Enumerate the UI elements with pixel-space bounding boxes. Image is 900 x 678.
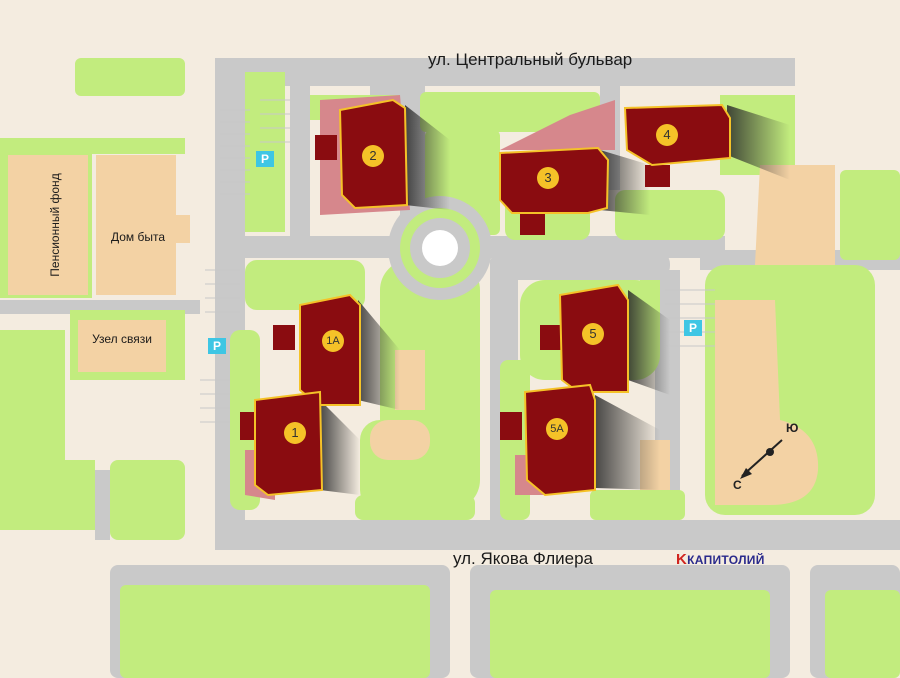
building-badge-2: 2: [362, 145, 384, 167]
parking-sign-2: P: [208, 338, 226, 354]
roundabout: [388, 196, 492, 300]
kapitoliy-logo: KКАПИТОЛИЙ: [676, 551, 765, 568]
parking-sign-1: P: [256, 151, 274, 167]
parking-stripes: [200, 99, 715, 423]
building-annexes: [240, 135, 670, 440]
compass-north-label: С: [733, 478, 742, 492]
street-label-north: ул. Центральный бульвар: [428, 50, 633, 69]
building-badge-5: 5: [582, 323, 604, 345]
landmark-pension-fund: Пенсионный фонд: [48, 173, 62, 277]
building-badge-4: 4: [656, 124, 678, 146]
logo-text: КАПИТОЛИЙ: [687, 553, 765, 567]
logo-mark: K: [676, 551, 688, 568]
sand-areas: [8, 155, 835, 505]
compass-south-label: Ю: [786, 421, 799, 435]
parking-sign-3: P: [684, 320, 702, 336]
building-badge-3: 3: [537, 167, 559, 189]
building-badge-1a: 1А: [322, 330, 344, 352]
compass-arrow: [740, 439, 783, 479]
street-label-south: ул. Якова Флиера: [453, 549, 594, 568]
building-1: [254, 390, 324, 497]
building-badge-1: 1: [284, 422, 306, 444]
building-5a: [523, 383, 596, 497]
building-badge-5a: 5А: [546, 418, 568, 440]
landmark-uzel-svyazi: Узел связи: [92, 332, 152, 346]
landmark-dom-byta: Дом быта: [110, 230, 166, 244]
